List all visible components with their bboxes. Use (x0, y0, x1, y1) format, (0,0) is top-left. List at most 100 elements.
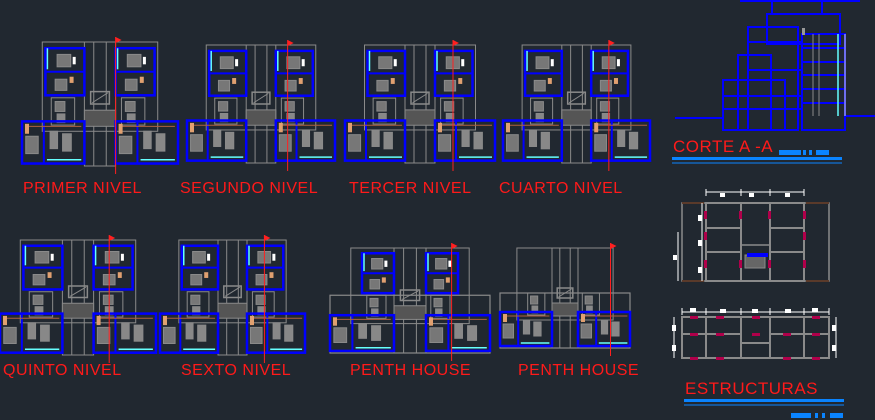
furniture (255, 274, 268, 286)
dining-set (155, 133, 166, 152)
apartment-lower-walls (501, 119, 564, 162)
beam-mark (747, 253, 768, 257)
stair-block (404, 109, 436, 126)
apartment-lower-walls (245, 312, 307, 354)
column (783, 357, 791, 360)
furniture (443, 101, 455, 112)
frame-grid (705, 202, 805, 282)
cut-arrow (109, 235, 116, 241)
furniture (102, 294, 114, 305)
fixture (120, 253, 124, 261)
furniture (454, 323, 463, 339)
dimension-text (785, 193, 790, 197)
stair-block (61, 302, 95, 319)
stair-block (83, 109, 117, 127)
furniture (219, 56, 234, 70)
door-swing (348, 122, 352, 133)
fixture (50, 253, 54, 261)
dining-set (467, 325, 478, 341)
fixture (207, 253, 211, 261)
room-middle (186, 291, 210, 318)
room-middle (372, 97, 397, 125)
furniture (617, 129, 626, 147)
room-middle (280, 97, 305, 125)
dimension-text (698, 267, 702, 273)
door-swing (381, 277, 386, 283)
structures-title: ESTRUCTURAS (685, 379, 819, 398)
door-swing (547, 78, 552, 84)
structures-scale-note (815, 413, 818, 418)
furniture (443, 79, 457, 92)
furniture (286, 56, 301, 70)
furniture (530, 295, 539, 305)
bed (333, 327, 348, 343)
floor-plan-3 (343, 40, 497, 171)
door-swing (438, 122, 442, 133)
door-swing (503, 314, 507, 322)
bed (502, 323, 515, 339)
dimension-text (672, 325, 676, 331)
elevator-diagonal (401, 290, 419, 300)
bed (348, 134, 362, 152)
structures-scale-note (822, 413, 825, 418)
dimension-text (720, 309, 726, 313)
elevator (556, 287, 574, 299)
column (716, 357, 724, 360)
furniture (376, 101, 387, 112)
fixture (393, 59, 397, 67)
dimension-text (752, 309, 758, 313)
bed (96, 326, 111, 344)
column (690, 357, 698, 360)
stair-block (393, 305, 427, 320)
dining-set (224, 131, 235, 150)
cut-arrow (287, 40, 294, 46)
column (690, 333, 698, 336)
door-swing (269, 272, 274, 278)
elevator (67, 285, 89, 299)
structures-title-underline (684, 399, 844, 402)
furniture (213, 129, 222, 147)
dining-set (197, 324, 207, 342)
furniture (533, 101, 544, 112)
apartment-lower-walls (0, 312, 64, 354)
door-swing (445, 277, 450, 283)
furniture (433, 279, 445, 290)
apartment-lower-walls (498, 310, 554, 348)
column (768, 211, 771, 219)
furniture (32, 274, 46, 286)
apartment-lower-walls (20, 120, 86, 165)
section-title: CORTE A -A (673, 137, 774, 156)
door-swing (117, 272, 122, 278)
door-swing (594, 122, 599, 133)
column (752, 333, 760, 336)
elevator-diagonal (253, 92, 269, 104)
floor-plan-2 (185, 40, 337, 171)
core-outline (245, 44, 277, 164)
furniture (104, 251, 120, 264)
door-swing (69, 76, 74, 83)
cut-arrow (115, 37, 122, 43)
door-swing (298, 78, 303, 84)
furniture (599, 79, 612, 92)
bed (429, 327, 444, 343)
dining-set (533, 321, 542, 337)
furniture (34, 251, 50, 264)
section-scale-note (803, 150, 806, 155)
column (739, 260, 742, 268)
furniture (533, 79, 546, 92)
furniture (143, 130, 152, 150)
elevator-diagonal (69, 286, 87, 297)
bed (118, 135, 133, 155)
dining-set (371, 325, 382, 341)
fixture (235, 59, 239, 67)
bed (278, 134, 292, 152)
furniture (461, 129, 470, 147)
apartment-lower-walls (185, 119, 248, 162)
dimension-text (785, 309, 791, 313)
furniture (27, 322, 37, 340)
furniture (284, 79, 297, 92)
elevator-diagonal (224, 286, 241, 297)
room-middle (430, 294, 451, 319)
